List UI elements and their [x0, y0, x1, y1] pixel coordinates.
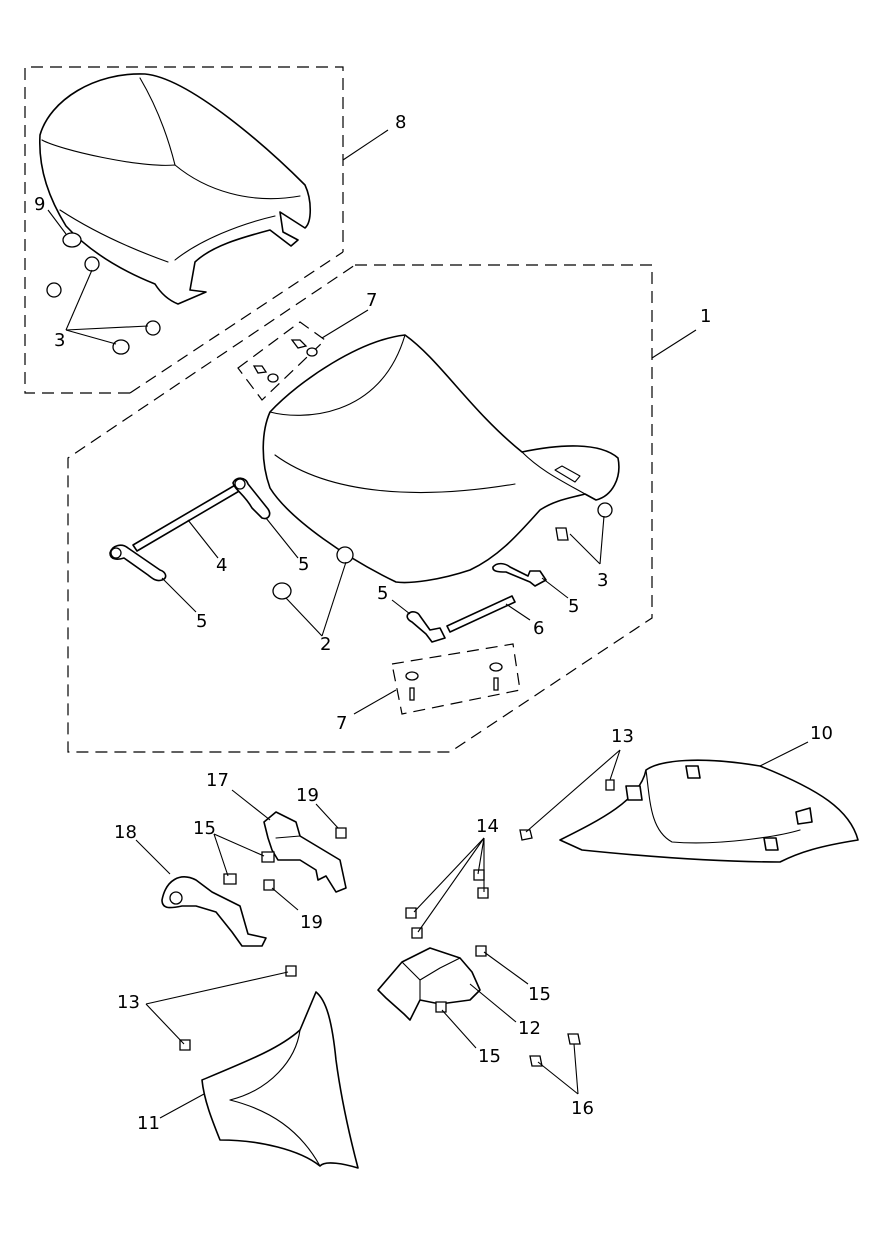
seat-rod-front	[132, 483, 242, 552]
callout-17: 17	[206, 770, 229, 791]
callout-15: 15	[478, 1046, 501, 1067]
callout-15: 15	[528, 984, 551, 1005]
group-box-fixings-lower	[391, 643, 521, 715]
callout-13: 13	[611, 726, 634, 747]
rider-seat	[262, 334, 620, 584]
callout-7: 7	[336, 713, 347, 734]
pillion-seat	[39, 73, 312, 305]
callout-2: 2	[320, 634, 331, 655]
callout-11: 11	[137, 1113, 160, 1134]
callout-19: 19	[300, 912, 323, 933]
screws-and-washers	[252, 339, 503, 701]
fasteners	[179, 779, 615, 1067]
bracket-17	[263, 811, 347, 893]
callout-5: 5	[568, 596, 579, 617]
callout-4: 4	[216, 555, 227, 576]
leader-lines	[47, 129, 809, 1119]
rear-side-cover	[559, 759, 859, 863]
callout-1: 1	[700, 306, 711, 327]
callout-5: 5	[298, 554, 309, 575]
callout-14: 14	[476, 816, 499, 837]
callout-3: 3	[54, 330, 65, 351]
callout-12: 12	[518, 1018, 541, 1039]
callout-15: 15	[193, 818, 216, 839]
callout-19: 19	[296, 785, 319, 806]
callout-10: 10	[810, 723, 833, 744]
callout-7: 7	[366, 290, 377, 311]
callout-18: 18	[114, 822, 137, 843]
callout-13: 13	[117, 992, 140, 1013]
seat-rod-rear	[446, 595, 516, 633]
callout-9: 9	[34, 194, 45, 215]
callout-8: 8	[395, 112, 406, 133]
callout-16: 16	[571, 1098, 594, 1119]
callout-5: 5	[196, 611, 207, 632]
rubber-bumpers	[46, 232, 613, 600]
electronics-tray	[377, 947, 481, 1021]
callout-5: 5	[377, 583, 388, 604]
group-box-rider-seat	[67, 264, 653, 753]
front-side-cover	[201, 991, 359, 1169]
hinge-bracket	[109, 477, 547, 643]
callout-6: 6	[533, 618, 544, 639]
bracket-18	[161, 876, 267, 947]
callout-3: 3	[597, 570, 608, 591]
